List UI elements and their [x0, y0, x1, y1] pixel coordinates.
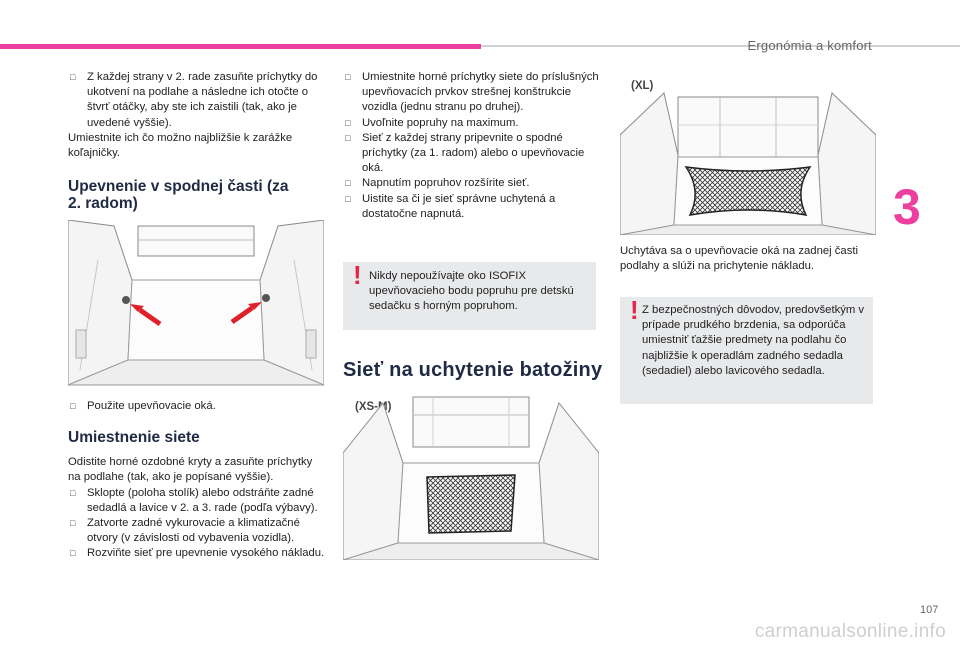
bullet-item: □Uvoľnite popruhy na maximum.	[343, 116, 601, 131]
red-arrow-icon	[130, 304, 162, 327]
warning-box: ! Nikdy nepoužívajte oko ISOFIX upevňova…	[343, 262, 596, 330]
check-box-icon: □	[70, 401, 76, 411]
red-arrow-icon	[230, 302, 262, 325]
heading-lower-anchor: Upevnenie v spodnej časti (za 2. radom)	[68, 178, 298, 212]
header-accent-bar	[0, 44, 481, 49]
warning-text: Nikdy nepoužívajte oko ISOFIX upevňovaci…	[369, 270, 574, 313]
warning-text: Z bezpečnostných dôvodov, predovšetkým v…	[642, 304, 865, 377]
warning-box: ! Z bezpečnostných dôvodov, predovšetkým…	[620, 297, 873, 404]
column-1-bottom: □Použite upevňovacie oká. Umiestnenie si…	[68, 399, 326, 562]
header-rule	[481, 45, 960, 47]
chapter-number: 3	[893, 179, 921, 235]
check-box-icon: □	[345, 72, 351, 82]
check-box-icon: □	[345, 178, 351, 189]
column-2-top: □Umiestnite horné príchytky siete do prí…	[343, 70, 601, 222]
bullet-item: □Zatvorte zadné vykurovacie a klimatizač…	[70, 517, 300, 545]
section-heading: Upevnenie v spodnej časti (za 2. radom)	[68, 178, 289, 212]
bullet-item: □Sieť z každej strany pripevnite o spodn…	[345, 131, 585, 175]
section-heading: Sieť na uchytenie batožiny	[343, 359, 603, 381]
column-1-top: □Z každej strany v 2. rade zasuňte prích…	[68, 70, 326, 161]
bullet-item: □Napnutím popruhov rozšírite sieť.	[343, 176, 601, 191]
check-box-icon: □	[70, 548, 76, 559]
luggage-net-xs-m-illustration	[343, 396, 599, 560]
column-3-paragraph: Uchytáva sa o upevňovacie oká na zadnej …	[620, 244, 878, 274]
check-box-icon: □	[345, 193, 351, 204]
paragraph: Umiestnite ich čo možno najbližšie k zar…	[68, 131, 293, 160]
check-box-icon: □	[345, 132, 351, 143]
cargo-floor-illustration	[68, 220, 324, 390]
paragraph: Odistite horné ozdobné kryty a zasuňte p…	[68, 456, 313, 484]
bullet-item: □Umiestnite horné príchytky siete do prí…	[345, 71, 599, 114]
bullet-item: □Z každej strany v 2. rade zasuňte prích…	[70, 71, 318, 129]
exclamation-icon: !	[353, 260, 362, 290]
watermark: carmanualsonline.info	[754, 621, 946, 642]
bullet-item: □Sklopte (poloha stolík) alebo odstráňte…	[70, 486, 318, 514]
check-box-icon: □	[345, 117, 351, 128]
check-box-icon: □	[70, 518, 76, 529]
check-box-icon: □	[70, 487, 76, 498]
bullet-item: □Uistite sa či je sieť správne uchytená …	[345, 192, 556, 220]
exclamation-icon: !	[630, 295, 639, 325]
luggage-net-xl-illustration	[620, 92, 876, 235]
bullet-item: □Rozviňte sieť pre upevnenie vysokého ná…	[68, 546, 326, 561]
figure-label: (XL)	[631, 80, 654, 92]
section-heading: Umiestnenie siete	[68, 429, 200, 447]
check-box-icon: □	[70, 72, 76, 82]
bullet-item: □Použite upevňovacie oká.	[68, 399, 326, 414]
section-title: Ergonómia a komfort	[747, 38, 872, 53]
net-section-heading-wrap: Sieť na uchytenie batožiny	[343, 359, 602, 381]
paragraph: Uchytáva sa o upevňovacie oká na zadnej …	[620, 245, 859, 273]
page-number: 107	[920, 604, 939, 616]
